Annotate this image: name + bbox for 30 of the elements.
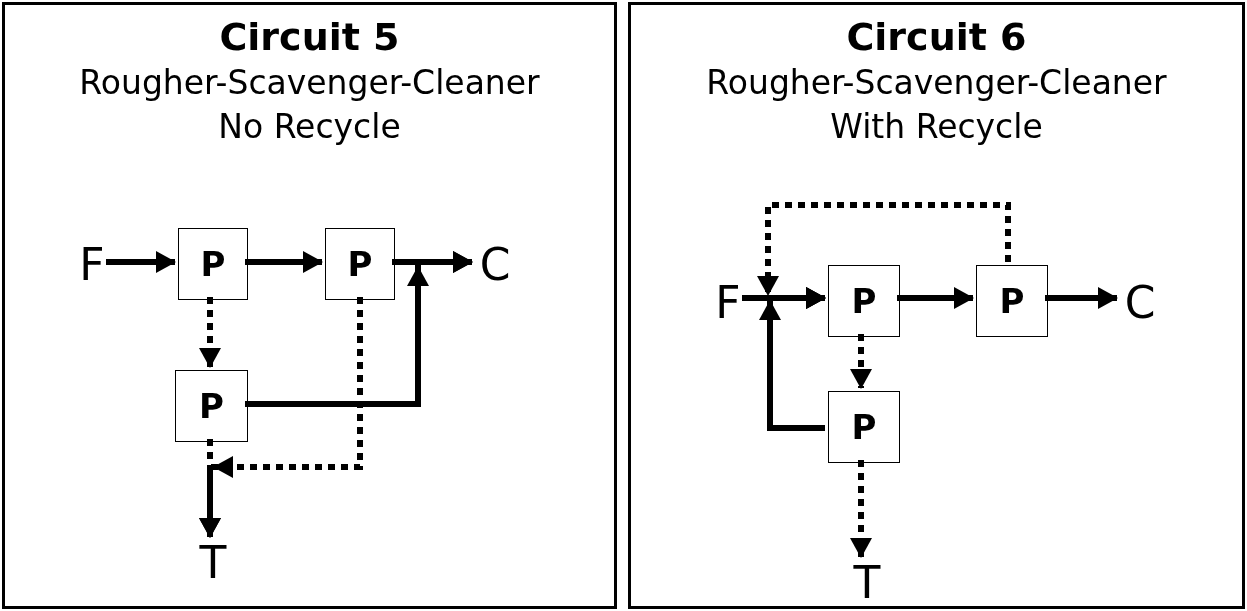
process-box: P (178, 228, 248, 300)
circuit-subtitle: With Recycle (830, 106, 1043, 148)
stream-label: F (75, 242, 109, 288)
circuit-title: Circuit 6 (846, 14, 1027, 61)
circuit-subtitle: Rougher-Scavenger-Cleaner (79, 62, 540, 104)
process-box: P (828, 391, 900, 463)
arrow (1045, 287, 1118, 309)
stream-label: T (849, 560, 885, 606)
arrow (245, 251, 323, 273)
stream-label: C (1120, 280, 1160, 326)
circuit-subtitle: Rougher-Scavenger-Cleaner (706, 62, 1167, 104)
stream-label: F (711, 280, 745, 326)
dotted-arrow (850, 334, 872, 389)
dotted-arrow (199, 297, 221, 368)
stream-label: C (475, 242, 515, 288)
process-box: P (325, 228, 395, 300)
dotted-arrow (199, 297, 363, 538)
process-box: P (828, 265, 900, 337)
process-box: P (175, 370, 248, 442)
circuit-panel (2, 2, 617, 609)
dotted-arrow (850, 460, 872, 558)
circuit-title: Circuit 5 (219, 14, 400, 61)
circuit-panel (628, 2, 1245, 609)
arrow (245, 251, 473, 407)
stream-label: T (195, 540, 231, 586)
arrow (759, 287, 826, 431)
arrow (106, 251, 176, 273)
process-box: P (976, 265, 1048, 337)
arrow (897, 287, 974, 309)
circuit-subtitle: No Recycle (218, 106, 401, 148)
